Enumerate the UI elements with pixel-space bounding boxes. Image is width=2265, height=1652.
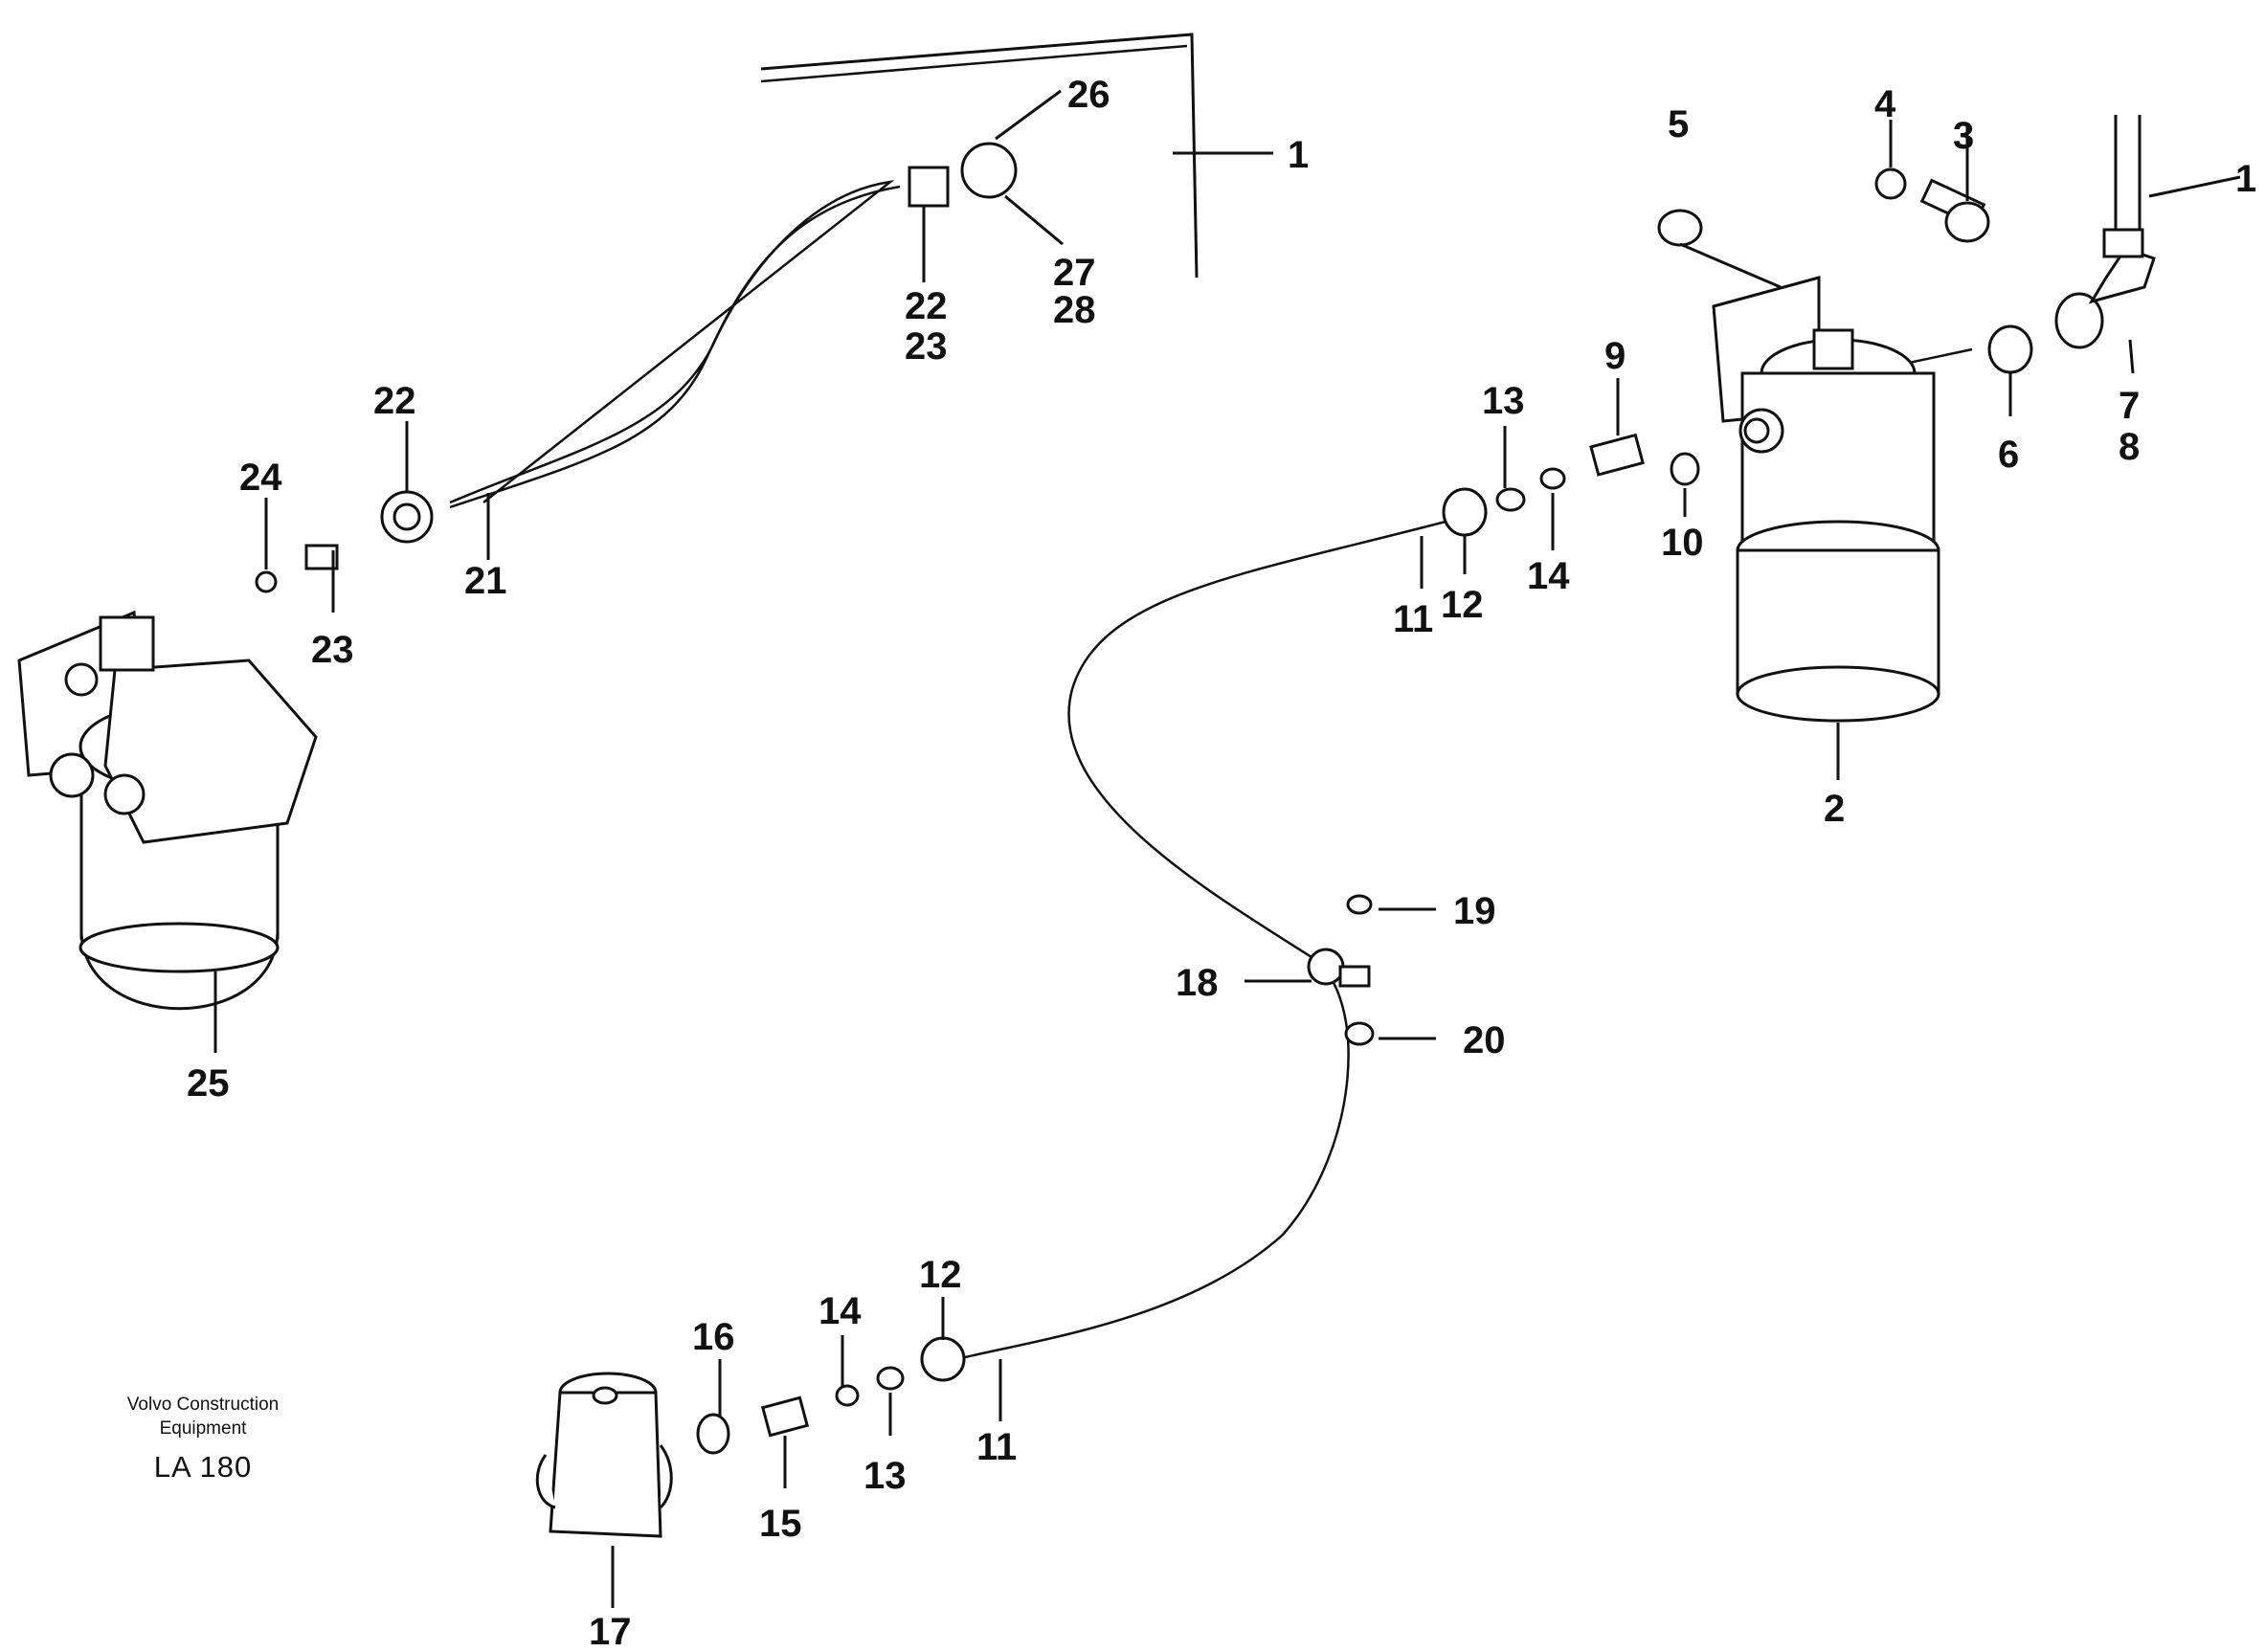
drawing-code: LA 180	[153, 1450, 253, 1484]
callout-2: 2	[1824, 788, 1845, 830]
callout-27: 27	[1053, 252, 1096, 294]
callout-11-bottom: 11	[976, 1426, 1017, 1468]
callout-22-left: 22	[373, 380, 416, 422]
fuel-filter-right	[1712, 276, 1940, 723]
credit-line-1: Volvo Construction	[126, 1395, 280, 1415]
callout-5: 5	[1668, 103, 1689, 145]
callout-21: 21	[464, 560, 507, 602]
callout-22-top: 22	[905, 285, 948, 327]
fuel-line-upper-pipe	[449, 185, 901, 504]
callout-17: 17	[589, 1611, 632, 1652]
callout-1-top: 1	[1288, 134, 1309, 176]
callout-8: 8	[2119, 426, 2140, 468]
callout-3: 3	[1953, 115, 1974, 157]
cab-frame-line	[760, 33, 1199, 279]
callout-23-left: 23	[311, 629, 354, 671]
callout-15: 15	[759, 1503, 802, 1545]
callout-25: 25	[187, 1062, 230, 1105]
callout-14-top: 14	[1527, 555, 1570, 597]
callout-1-right: 1	[2235, 158, 2256, 200]
callout-19: 19	[1453, 890, 1496, 932]
callout-26: 26	[1067, 74, 1110, 116]
callout-23-top: 23	[905, 325, 948, 368]
callout-12-top: 12	[1441, 584, 1484, 626]
callout-7: 7	[2119, 385, 2140, 427]
callout-labels: 26 1 27 28 22 23 22 24 21 23 25 5 4 3 1 …	[187, 74, 2256, 1652]
callout-13-bottom: 13	[863, 1455, 907, 1497]
fuel-filter-left	[17, 610, 318, 1011]
fuel-line-upper	[449, 180, 895, 509]
callout-14-bottom: 14	[819, 1290, 862, 1332]
callout-12-bottom: 12	[919, 1254, 962, 1296]
fitting-parts	[255, 115, 2156, 1455]
callout-10: 10	[1661, 522, 1704, 564]
leader-lines	[213, 89, 2241, 1608]
callout-20: 20	[1463, 1019, 1506, 1061]
fuel-line-long	[956, 520, 1446, 1361]
credit-line-2: Equipment	[159, 1418, 247, 1439]
callout-24: 24	[239, 457, 282, 499]
cab-frame-line-2	[760, 44, 1188, 83]
callout-6: 6	[1998, 434, 2019, 476]
callout-16: 16	[692, 1316, 735, 1358]
credit-block: Volvo Construction Equipment LA 180	[107, 1393, 299, 1485]
callout-11-top: 11	[1393, 598, 1433, 640]
callout-4: 4	[1874, 83, 1896, 125]
callout-28: 28	[1053, 289, 1096, 331]
fuel-pump-bottom	[535, 1372, 673, 1538]
callout-13-top: 13	[1482, 380, 1525, 422]
callout-9: 9	[1604, 335, 1626, 377]
callout-18: 18	[1176, 962, 1219, 1004]
